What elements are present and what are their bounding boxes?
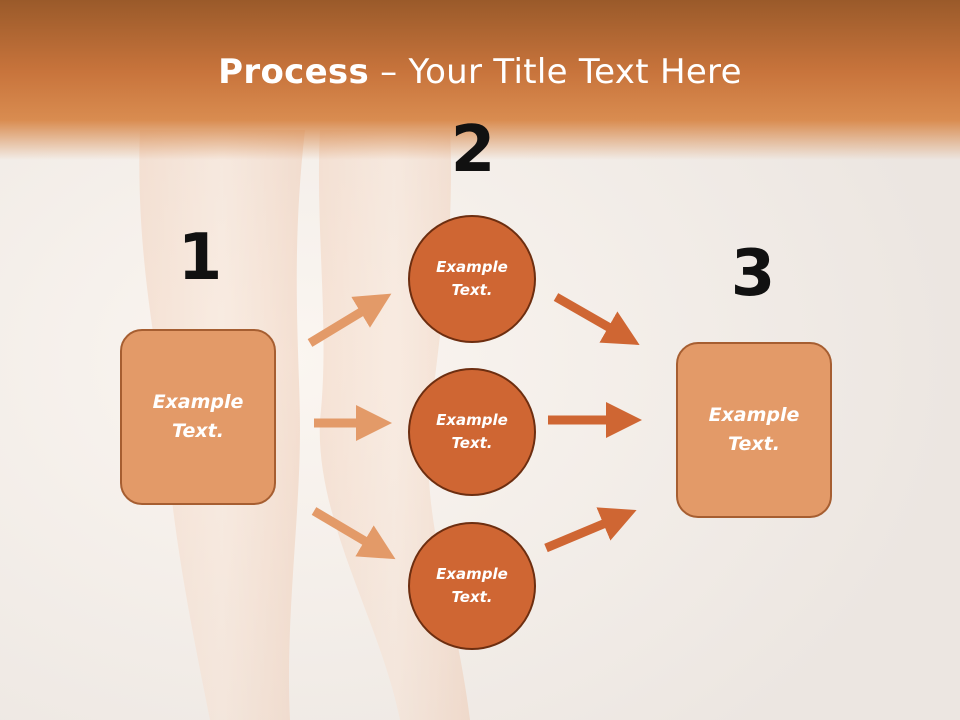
title-banner [0, 0, 960, 160]
step-1-box[interactable]: Example Text. [120, 329, 276, 505]
arrow-2-top-to-3 [553, 293, 640, 345]
step-1-label: Example Text. [152, 391, 244, 442]
step-3-box[interactable]: Example Text. [676, 342, 832, 518]
step-2-circle-middle[interactable]: Example Text. [408, 368, 536, 496]
step-number-2: 2 [450, 113, 496, 187]
arrow-1-to-2-top [307, 293, 392, 347]
step-2-top-label: Example Text. [436, 258, 508, 299]
step-3-label: Example Text. [708, 404, 800, 455]
step-2-circle-bottom[interactable]: Example Text. [408, 522, 536, 650]
step-2-middle-label: Example Text. [436, 411, 508, 452]
step-2-bottom-label: Example Text. [436, 565, 508, 606]
title-rest: Your Title Text Here [408, 52, 742, 92]
title-separator: – [369, 52, 409, 92]
slide-title: Process – Your Title Text Here [0, 52, 960, 92]
title-bold: Process [218, 52, 370, 92]
step-number-1: 1 [177, 221, 223, 295]
step-2-circle-top[interactable]: Example Text. [408, 215, 536, 343]
step-number-3: 3 [730, 237, 776, 311]
arrow-1-to-2-bottom [311, 507, 396, 560]
arrow-2-bottom-to-3 [544, 507, 637, 553]
